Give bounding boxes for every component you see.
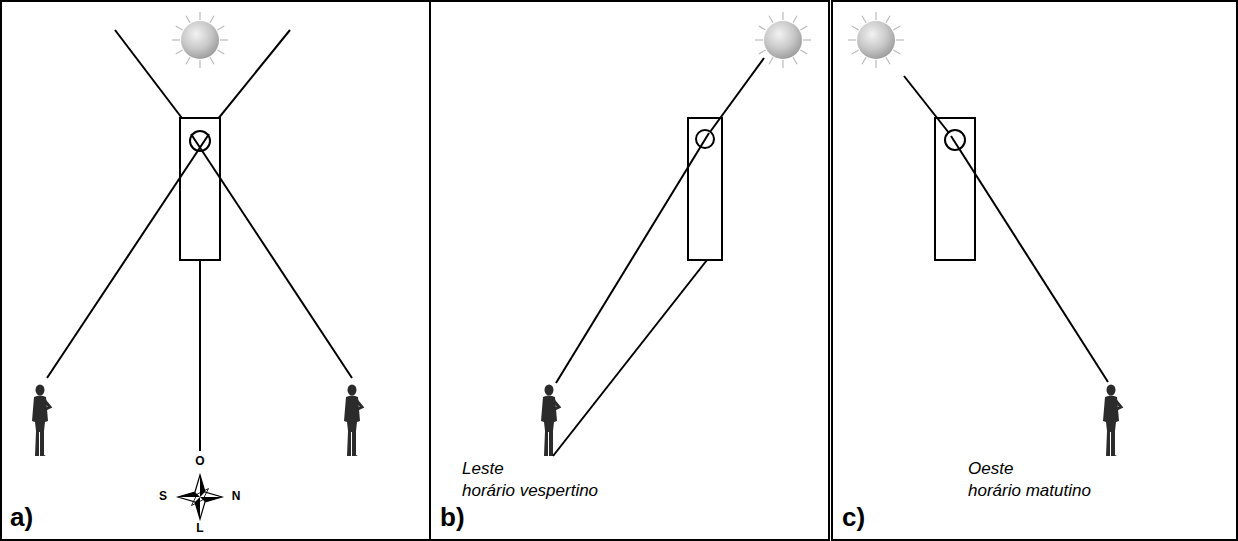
person-figure — [541, 385, 559, 457]
panel-letter: b) — [440, 503, 465, 533]
person-figure — [1103, 385, 1121, 457]
person-figure — [344, 385, 362, 457]
direction-note: Leste — [462, 459, 504, 479]
sun-symbol — [848, 12, 904, 68]
panel-b-lines — [553, 58, 764, 456]
compass-letter: N — [232, 490, 241, 504]
compass-letter: L — [196, 522, 203, 536]
compass-letter: O — [195, 455, 204, 469]
sun-symbol — [172, 12, 228, 68]
person-figures — [32, 385, 1121, 457]
panel-a-lines — [47, 30, 352, 451]
panel-c-lines — [904, 76, 1108, 382]
compass-rose — [178, 475, 222, 519]
direction-note: Oeste — [968, 459, 1013, 479]
panel-letter: c) — [842, 503, 865, 533]
time-note: horário matutino — [968, 481, 1091, 501]
time-note: horário vespertino — [462, 481, 598, 501]
compass-letter: S — [159, 490, 167, 504]
person-figure — [32, 385, 50, 457]
panel-letter: a) — [10, 503, 33, 533]
